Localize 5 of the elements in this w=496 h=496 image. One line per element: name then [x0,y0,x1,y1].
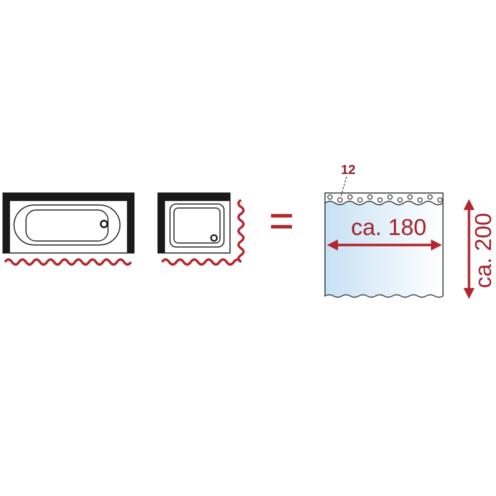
callout-number: 12 [341,163,356,176]
leader-line [340,176,347,198]
dimension-label: ca. 180 [351,216,426,239]
dimension-label: ca. 200 [472,212,495,288]
grommet-icon [337,197,343,203]
